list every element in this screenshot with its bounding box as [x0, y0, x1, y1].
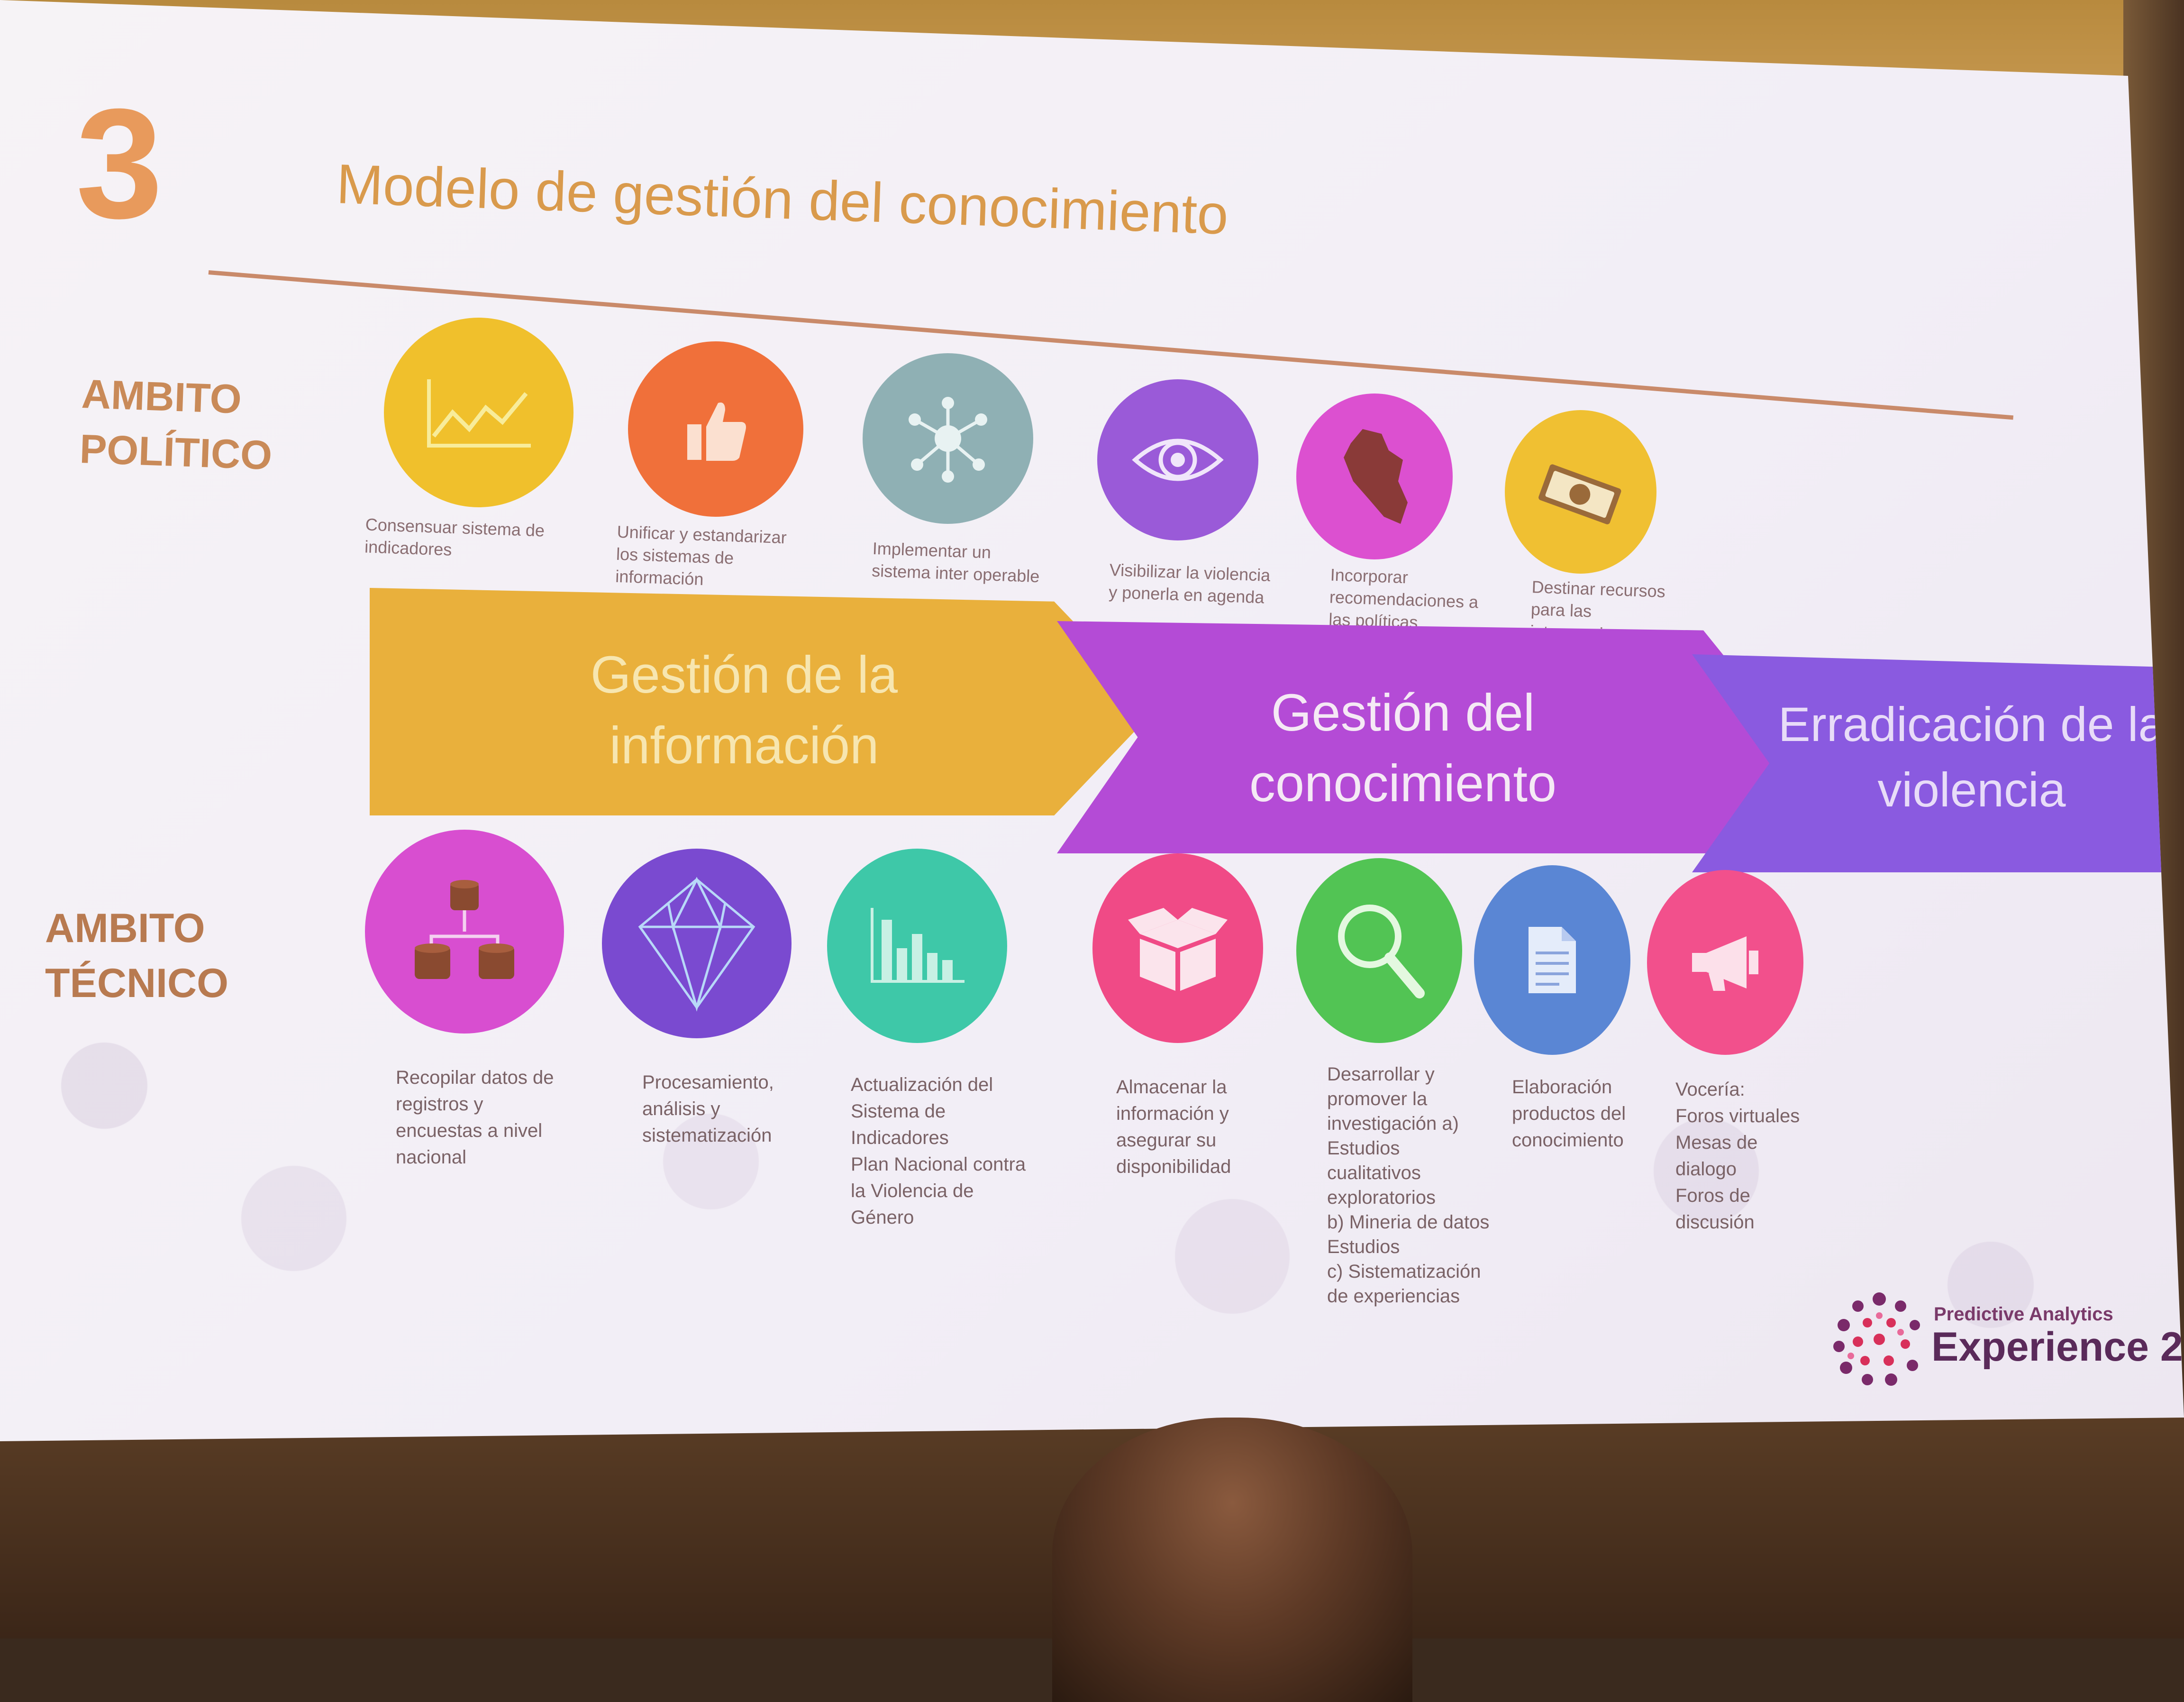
caption-line: registros y: [396, 1094, 483, 1115]
caption-line: Foros virtuales: [1675, 1106, 1800, 1126]
predictive-analytics-logo: Predictive Analytics Experience 20: [1829, 1290, 2184, 1394]
politico-item-2: [628, 341, 803, 517]
document-icon: [1529, 927, 1576, 993]
caption-line: encuestas a nivel: [396, 1120, 543, 1141]
magnifier-icon: [1338, 905, 1425, 998]
caption-line: Elaboración: [1512, 1077, 1612, 1098]
ambito-tecnico-line2: TÉCNICO: [45, 961, 228, 1007]
bar-chart-icon: [871, 908, 965, 983]
audience-head: [1052, 1418, 1412, 1702]
politico-item-5: [1296, 393, 1453, 559]
caption-line: Indicadores: [851, 1127, 949, 1148]
politico-caption-2: Unificar y estandarizar los sistemas de …: [615, 521, 787, 594]
flow-step-erradicacion: Erradicación de la violencia: [1692, 654, 2175, 872]
flow-step1-line2: información: [609, 716, 879, 775]
network-icon: [909, 397, 987, 483]
caption-line: dialogo: [1675, 1159, 1737, 1180]
politico-item-6: [1505, 410, 1656, 574]
caption-line: cualitativos: [1327, 1162, 1421, 1183]
megaphone-icon: [1692, 936, 1758, 991]
caption-line: Recopilar datos de: [396, 1067, 554, 1088]
tecnico-item-7: [1647, 870, 1803, 1055]
caption-line: b) Mineria de datos: [1327, 1212, 1490, 1233]
caption-line: Estudios: [1327, 1236, 1400, 1257]
caption-line: promover la: [1327, 1089, 1428, 1109]
ambito-politico-label: AMBITO POLÍTICO: [79, 366, 275, 483]
caption-line: Procesamiento,: [642, 1072, 774, 1093]
logo-subtitle: Predictive Analytics: [1934, 1304, 2113, 1325]
tecnico-caption-5: Desarrollar y promover la investigación …: [1327, 1062, 1489, 1309]
tecnico-item-5: [1296, 858, 1462, 1043]
caption-line: exploratorios: [1327, 1187, 1436, 1208]
politico-item-4: [1097, 379, 1258, 540]
flow-step-conocimiento: Gestión del conocimiento: [1057, 621, 1792, 853]
caption-line: Desarrollar y: [1327, 1064, 1435, 1085]
caption-line: nacional: [396, 1147, 467, 1168]
slide-background-pattern: [0, 1019, 2184, 1441]
database-hierarchy-icon: [415, 880, 514, 979]
caption-line: Actualización del: [851, 1074, 993, 1095]
tecnico-caption-3: Actualización del Sistema de Indicadores…: [851, 1071, 1026, 1231]
ambito-politico-line2: POLÍTICO: [79, 426, 273, 479]
open-box-icon: [1128, 908, 1228, 991]
tecnico-item-3: [827, 849, 1007, 1043]
politico-caption-5: Incorporar recomendaciones a las polític…: [1329, 564, 1480, 636]
tecnico-item-4: [1092, 853, 1263, 1043]
caption-line: Género: [851, 1207, 914, 1228]
caption-line: discusión: [1675, 1212, 1755, 1233]
tecnico-item-6: [1474, 865, 1630, 1055]
politico-caption-1: Consensuar sistema de indicadores: [364, 513, 545, 564]
flow-step3-line1: Erradicación de la: [1778, 697, 2166, 751]
caption-line: Sistema de: [851, 1101, 946, 1122]
politico-item-1: [384, 318, 573, 507]
ambito-politico-line1: AMBITO: [81, 371, 243, 422]
slide-title: Modelo de gestión del conocimiento: [335, 153, 1229, 247]
money-icon: [1538, 464, 1621, 524]
caption-line: productos del: [1512, 1103, 1626, 1124]
caption-line: conocimiento: [1512, 1130, 1624, 1151]
flow-step1-line1: Gestión de la: [590, 646, 898, 704]
tecnico-item-2: [602, 849, 792, 1038]
tecnico-caption-2: Procesamiento, análisis y sistematizació…: [642, 1069, 774, 1149]
caption-line: la Violencia de: [851, 1180, 974, 1201]
tecnico-caption-1: Recopilar datos de registros y encuestas…: [396, 1064, 554, 1171]
caption-line: análisis y: [642, 1098, 720, 1119]
politico-caption-4: Visibilizar la violencia y ponerla en ag…: [1108, 559, 1271, 609]
logo-dots-icon: [1833, 1292, 1920, 1386]
eye-icon: [1132, 439, 1224, 481]
ambito-tecnico-label: AMBITO TÉCNICO: [45, 901, 228, 1011]
flow-step2-line2: conocimiento: [1249, 754, 1557, 813]
caption-line: Mesas de: [1675, 1132, 1758, 1153]
slide-number: 3: [76, 76, 163, 251]
logo-title: Experience 20: [1931, 1324, 2184, 1370]
thumbs-up-icon: [687, 403, 746, 461]
caption-line: de experiencias: [1327, 1286, 1460, 1307]
tecnico-caption-7: Vocería: Foros virtuales Mesas de dialog…: [1675, 1076, 1800, 1235]
tecnico-caption-6: Elaboración productos del conocimiento: [1512, 1074, 1626, 1153]
flow-step-informacion: Gestión de la información: [370, 588, 1156, 815]
diamond-icon: [638, 877, 755, 1012]
caption-line: Estudios: [1327, 1138, 1400, 1159]
caption-line: información y: [1116, 1103, 1229, 1124]
projected-slide: 3 Modelo de gestión del conocimiento AMB…: [0, 0, 2184, 1441]
line-chart-icon: [427, 379, 531, 448]
caption-line: Plan Nacional contra: [851, 1154, 1026, 1175]
politico-item-3: [863, 353, 1033, 524]
caption-line: c) Sistematización: [1327, 1261, 1481, 1282]
tecnico-caption-4: Almacenar la información y asegurar su d…: [1116, 1074, 1231, 1180]
caption-line: Almacenar la: [1116, 1077, 1227, 1098]
caption-line: investigación a): [1327, 1113, 1459, 1134]
caption-line: Vocería:: [1675, 1079, 1745, 1100]
ambito-tecnico-line1: AMBITO: [45, 906, 205, 951]
caption-line: asegurar su: [1116, 1130, 1217, 1151]
peru-map-icon: [1344, 429, 1408, 524]
flow-step3-line2: violencia: [1877, 762, 2066, 817]
politico-caption-3: Implementar un sistema inter operable: [871, 538, 1040, 588]
caption-line: Foros de: [1675, 1185, 1750, 1206]
caption-line: disponibilidad: [1116, 1156, 1231, 1177]
tecnico-item-1: [365, 830, 564, 1034]
caption-line: sistematización: [642, 1125, 772, 1146]
flow-step2-line1: Gestión del: [1271, 684, 1535, 742]
